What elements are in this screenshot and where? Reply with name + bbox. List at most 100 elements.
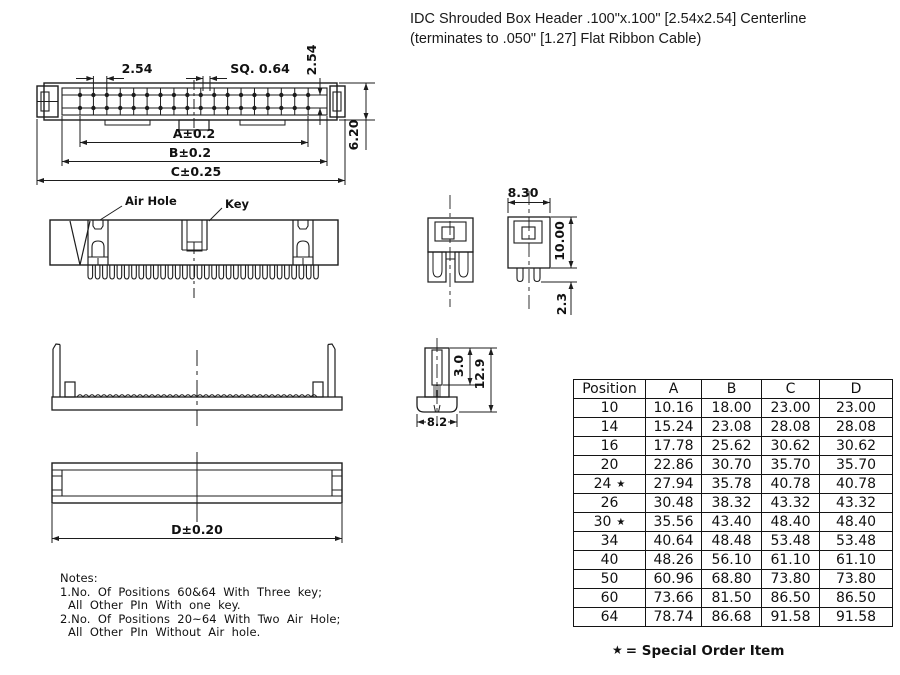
- cell-value: 53.48: [761, 531, 820, 551]
- dim-latch-top: 3.0: [451, 355, 466, 377]
- cell-value: 73.80: [819, 569, 893, 589]
- drawing-title: IDC Shrouded Box Header .100"x.100" [2.5…: [410, 10, 888, 49]
- header-d: D: [819, 379, 893, 399]
- cell-position: 34: [573, 531, 646, 551]
- bottom-view-drawing: D±0.20: [51, 452, 343, 543]
- dim-pitch: 2.54: [122, 61, 153, 76]
- cell-value: 73.80: [761, 569, 820, 589]
- cell-position: 16: [573, 436, 646, 456]
- cell-position: 26: [573, 493, 646, 513]
- cell-position: 20: [573, 455, 646, 475]
- dim-body-height: 6.20: [346, 119, 361, 150]
- cell-value: 18.00: [701, 398, 762, 418]
- cell-value: 61.10: [761, 550, 820, 570]
- cell-value: 30.62: [761, 436, 820, 456]
- cell-value: 15.24: [645, 417, 702, 437]
- header-position: Position: [573, 379, 646, 399]
- cell-value: 43.32: [819, 493, 893, 513]
- cell-value: 56.10: [701, 550, 762, 570]
- header-a: A: [645, 379, 702, 399]
- cell-value: 35.78: [701, 474, 762, 494]
- cell-position: 50: [573, 569, 646, 589]
- cell-value: 23.00: [819, 398, 893, 418]
- note-line: All Other PIn Without Air hole.: [68, 625, 261, 639]
- cell-value: 48.40: [761, 512, 820, 532]
- dim-pin-square: SQ. 0.64: [230, 61, 290, 76]
- note-line: 1.No. Of Positions 60&64 With Three key;: [60, 584, 323, 599]
- title-line2: (terminates to .050" [1.27] Flat Ribbon …: [410, 30, 702, 47]
- cell-position: 10: [573, 398, 646, 418]
- header-b: B: [701, 379, 762, 399]
- cell-value: 25.62: [701, 436, 762, 456]
- top-view-drawing: 2.54 SQ. 0.64 2.54 6.20 A±0.2 B±0.2 C±0.…: [36, 44, 375, 185]
- special-star-icon: ★: [616, 479, 626, 490]
- cell-value: 48.48: [701, 531, 762, 551]
- cell-position: 64: [573, 607, 646, 627]
- cell-position: 60: [573, 588, 646, 608]
- note-line: All Other PIn With one key.: [68, 598, 241, 612]
- special-star-icon: ★: [616, 517, 626, 528]
- notes-block: Notes: 1.No. Of Positions 60&64 With Thr…: [60, 571, 405, 640]
- note-line: 2.No. Of Positions 20~64 With Two Air Ho…: [60, 611, 341, 626]
- cell-value: 30.48: [645, 493, 702, 513]
- cell-value: 86.68: [701, 607, 762, 627]
- dim-latch-total: 12.9: [472, 359, 487, 390]
- cell-value: 43.32: [761, 493, 820, 513]
- dim-pin-protrusion: 2.3: [554, 293, 569, 315]
- cell-value: 86.50: [761, 588, 820, 608]
- dim-a: A±0.2: [173, 126, 215, 141]
- cell-value: 40.78: [819, 474, 893, 494]
- cell-value: 81.50: [701, 588, 762, 608]
- dim-end-height: 10.00: [552, 221, 567, 261]
- label-key: Key: [225, 197, 250, 211]
- cell-value: 28.08: [819, 417, 893, 437]
- cell-position: 24★: [573, 474, 646, 494]
- cell-value: 48.26: [645, 550, 702, 570]
- special-order-text: = Special Order Item: [625, 643, 785, 659]
- notes-list: 1.No. Of Positions 60&64 With Three key;…: [60, 584, 405, 640]
- cell-value: 40.64: [645, 531, 702, 551]
- cell-value: 10.16: [645, 398, 702, 418]
- cell-value: 35.70: [819, 455, 893, 475]
- cell-value: 22.86: [645, 455, 702, 475]
- cell-value: 27.94: [645, 474, 702, 494]
- cell-value: 53.48: [819, 531, 893, 551]
- front-view-drawing: Air Hole Key: [49, 194, 339, 298]
- dim-row-spacing: 2.54: [304, 44, 319, 75]
- cell-value: 91.58: [819, 607, 893, 627]
- dim-end-width: 8.30: [508, 185, 539, 200]
- cell-value: 91.58: [761, 607, 820, 627]
- title-line1: IDC Shrouded Box Header .100"x.100" [2.5…: [410, 11, 807, 27]
- dim-d: D±0.20: [171, 522, 223, 537]
- cell-value: 48.40: [819, 512, 893, 532]
- cell-value: 38.32: [701, 493, 762, 513]
- table-header-row: Position A B C D: [573, 379, 893, 399]
- pin-grid: [77, 88, 311, 115]
- cell-value: 86.50: [819, 588, 893, 608]
- dim-latch-base: 8.2: [427, 415, 447, 429]
- cell-position: 40: [573, 550, 646, 570]
- cell-value: 73.66: [645, 588, 702, 608]
- cell-value: 23.08: [701, 417, 762, 437]
- cell-value: 30.70: [701, 455, 762, 475]
- cell-value: 17.78: [645, 436, 702, 456]
- cell-value: 60.96: [645, 569, 702, 589]
- notes-heading: Notes:: [60, 571, 98, 585]
- cell-value: 30.62: [819, 436, 893, 456]
- cell-position: 30★: [573, 512, 646, 532]
- cell-value: 35.70: [761, 455, 820, 475]
- special-order-note: ★= Special Order Item: [612, 643, 784, 659]
